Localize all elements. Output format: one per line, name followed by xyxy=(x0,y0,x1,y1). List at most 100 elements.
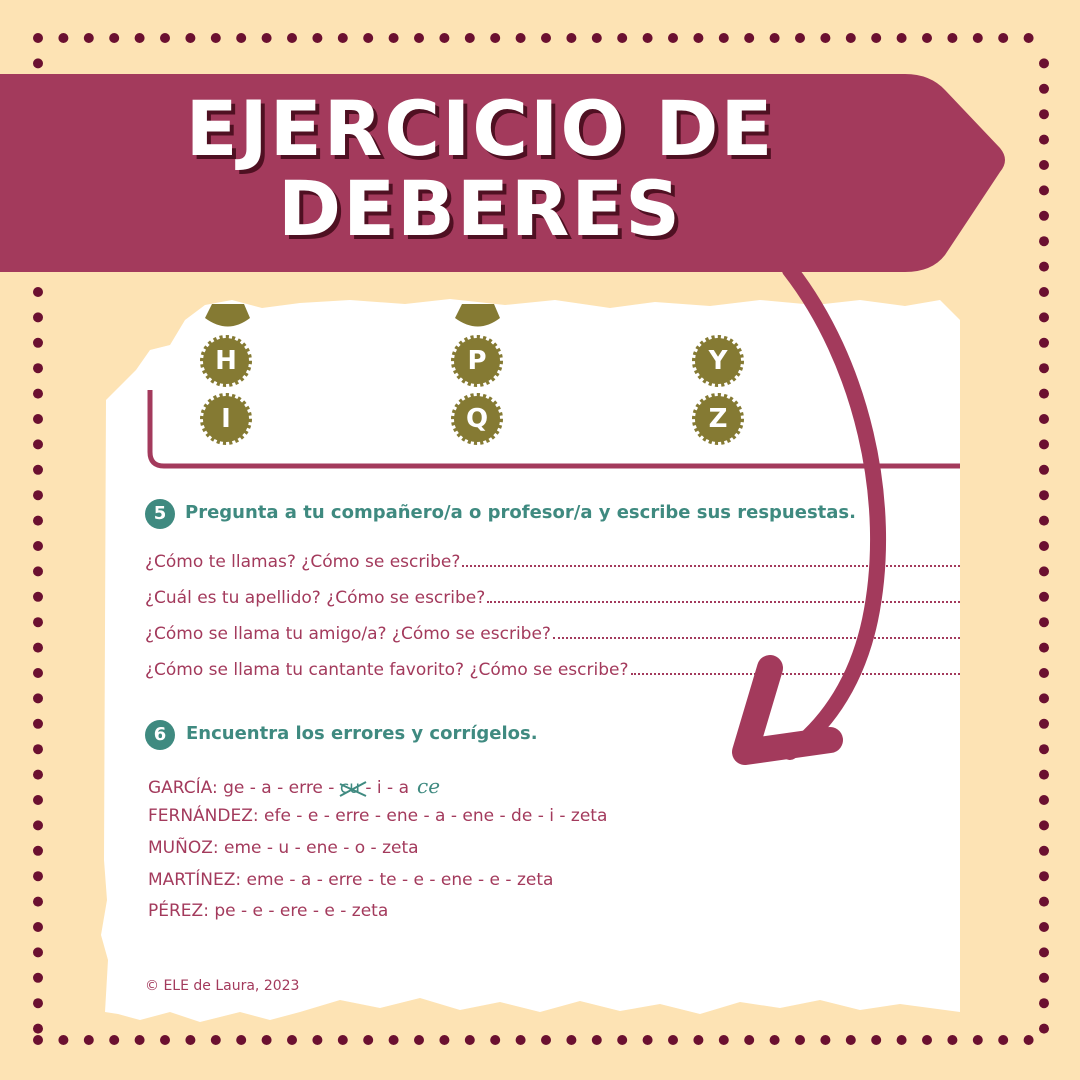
border-dot xyxy=(617,1035,628,1045)
border-dot xyxy=(1039,160,1049,170)
border-dot xyxy=(210,33,221,43)
border-dot xyxy=(464,33,475,43)
question-4-line[interactable]: ¿Cómo se llama tu cantante favorito? ¿Có… xyxy=(145,654,960,680)
border-dot xyxy=(33,541,43,551)
border-dot xyxy=(566,1035,577,1045)
border-dot xyxy=(33,744,43,755)
question-1-line[interactable]: ¿Cómo te llamas? ¿Cómo se escribe? xyxy=(145,546,960,572)
border-dot xyxy=(1039,515,1049,526)
border-dot xyxy=(1039,769,1049,780)
border-dot xyxy=(261,33,272,43)
title-banner xyxy=(0,74,1005,272)
border-dot xyxy=(1039,922,1049,932)
border-dot xyxy=(896,1035,907,1045)
border-dot xyxy=(744,1035,755,1045)
letter-badge-z: Z xyxy=(691,392,745,446)
border-dot xyxy=(287,33,297,43)
border-dot xyxy=(1039,312,1049,323)
question-2-text: ¿Cuál es tu apellido? ¿Cómo se escribe? xyxy=(145,588,486,608)
border-dot xyxy=(896,33,907,43)
border-dot xyxy=(83,1035,94,1045)
border-dot xyxy=(33,972,43,983)
border-dot xyxy=(185,33,196,43)
question-1-text: ¿Cómo te llamas? ¿Cómo se escribe? xyxy=(145,552,461,572)
border-dot xyxy=(1039,261,1049,272)
border-dot xyxy=(541,1035,551,1045)
border-dot xyxy=(820,1035,831,1045)
border-dot xyxy=(642,1035,653,1045)
answer-dotted-line[interactable] xyxy=(487,601,960,603)
border-dot xyxy=(33,795,43,805)
border-dot xyxy=(1039,617,1049,628)
border-dot xyxy=(363,33,374,43)
border-dot xyxy=(414,33,424,43)
border-dot xyxy=(1039,947,1049,958)
border-dot xyxy=(33,922,43,932)
border-dot xyxy=(947,33,958,43)
border-dot xyxy=(33,769,43,780)
border-dot xyxy=(33,642,43,653)
border-dot xyxy=(693,1035,704,1045)
border-dot xyxy=(1039,668,1049,678)
border-dot xyxy=(1039,998,1049,1009)
border-dot xyxy=(33,845,43,856)
exercise-6-number: 6 xyxy=(145,720,175,750)
border-dot xyxy=(33,718,43,729)
border-dot xyxy=(1023,33,1034,43)
border-dot xyxy=(33,1023,43,1034)
border-dot xyxy=(1039,337,1049,348)
border-dot xyxy=(1039,83,1049,94)
border-dot xyxy=(1039,236,1049,247)
border-dot xyxy=(1039,363,1049,374)
border-dot xyxy=(1039,490,1049,501)
border-dot xyxy=(33,464,43,475)
border-dot xyxy=(287,1035,297,1045)
error-line-fernandez: FERNÁNDEZ: efe - e - erre - ene - a - en… xyxy=(148,806,608,826)
border-dot xyxy=(33,566,43,577)
border-dot xyxy=(1039,896,1049,907)
border-dot xyxy=(337,1035,348,1045)
letter-badge-i: I xyxy=(199,392,253,446)
strike-mark xyxy=(339,781,367,797)
border-dot xyxy=(1039,820,1049,831)
answer-dotted-line[interactable] xyxy=(462,565,960,567)
border-dot xyxy=(236,1035,247,1045)
border-dot xyxy=(33,388,43,399)
border-dot xyxy=(744,33,755,43)
border-dot xyxy=(33,33,43,43)
border-dot xyxy=(312,1035,323,1045)
border-dot xyxy=(33,693,43,704)
border-dot xyxy=(1039,795,1049,805)
border-dot xyxy=(33,363,43,374)
border-dot xyxy=(83,33,94,43)
border-dot xyxy=(1039,388,1049,399)
border-dot xyxy=(1039,210,1049,221)
border-dot xyxy=(1039,541,1049,551)
exercise-5-number: 5 xyxy=(145,499,175,529)
border-dot xyxy=(1039,134,1049,145)
border-dot xyxy=(388,1035,399,1045)
border-dot xyxy=(33,287,43,297)
border-dot xyxy=(1039,693,1049,704)
border-dot xyxy=(1039,972,1049,983)
border-dot xyxy=(972,33,983,43)
banner-title-line1: EJERCICIO DE xyxy=(185,84,775,173)
question-3-line[interactable]: ¿Cómo se llama tu amigo/a? ¿Cómo se escr… xyxy=(145,618,960,644)
question-2-line[interactable]: ¿Cuál es tu apellido? ¿Cómo se escribe? xyxy=(145,582,960,608)
border-dot xyxy=(1039,744,1049,755)
border-dot xyxy=(33,947,43,958)
copyright-footer: © ELE de Laura, 2023 xyxy=(145,978,300,994)
border-dot xyxy=(490,1035,501,1045)
answer-dotted-line[interactable] xyxy=(630,673,960,675)
handwritten-correction: ce xyxy=(417,774,441,798)
answer-dotted-line[interactable] xyxy=(552,637,960,639)
border-dot xyxy=(33,871,43,882)
border-dot xyxy=(33,414,43,424)
border-dot xyxy=(210,1035,221,1045)
border-dot xyxy=(464,1035,475,1045)
border-dot xyxy=(58,33,69,43)
border-dot xyxy=(236,33,247,43)
border-dot xyxy=(693,33,704,43)
